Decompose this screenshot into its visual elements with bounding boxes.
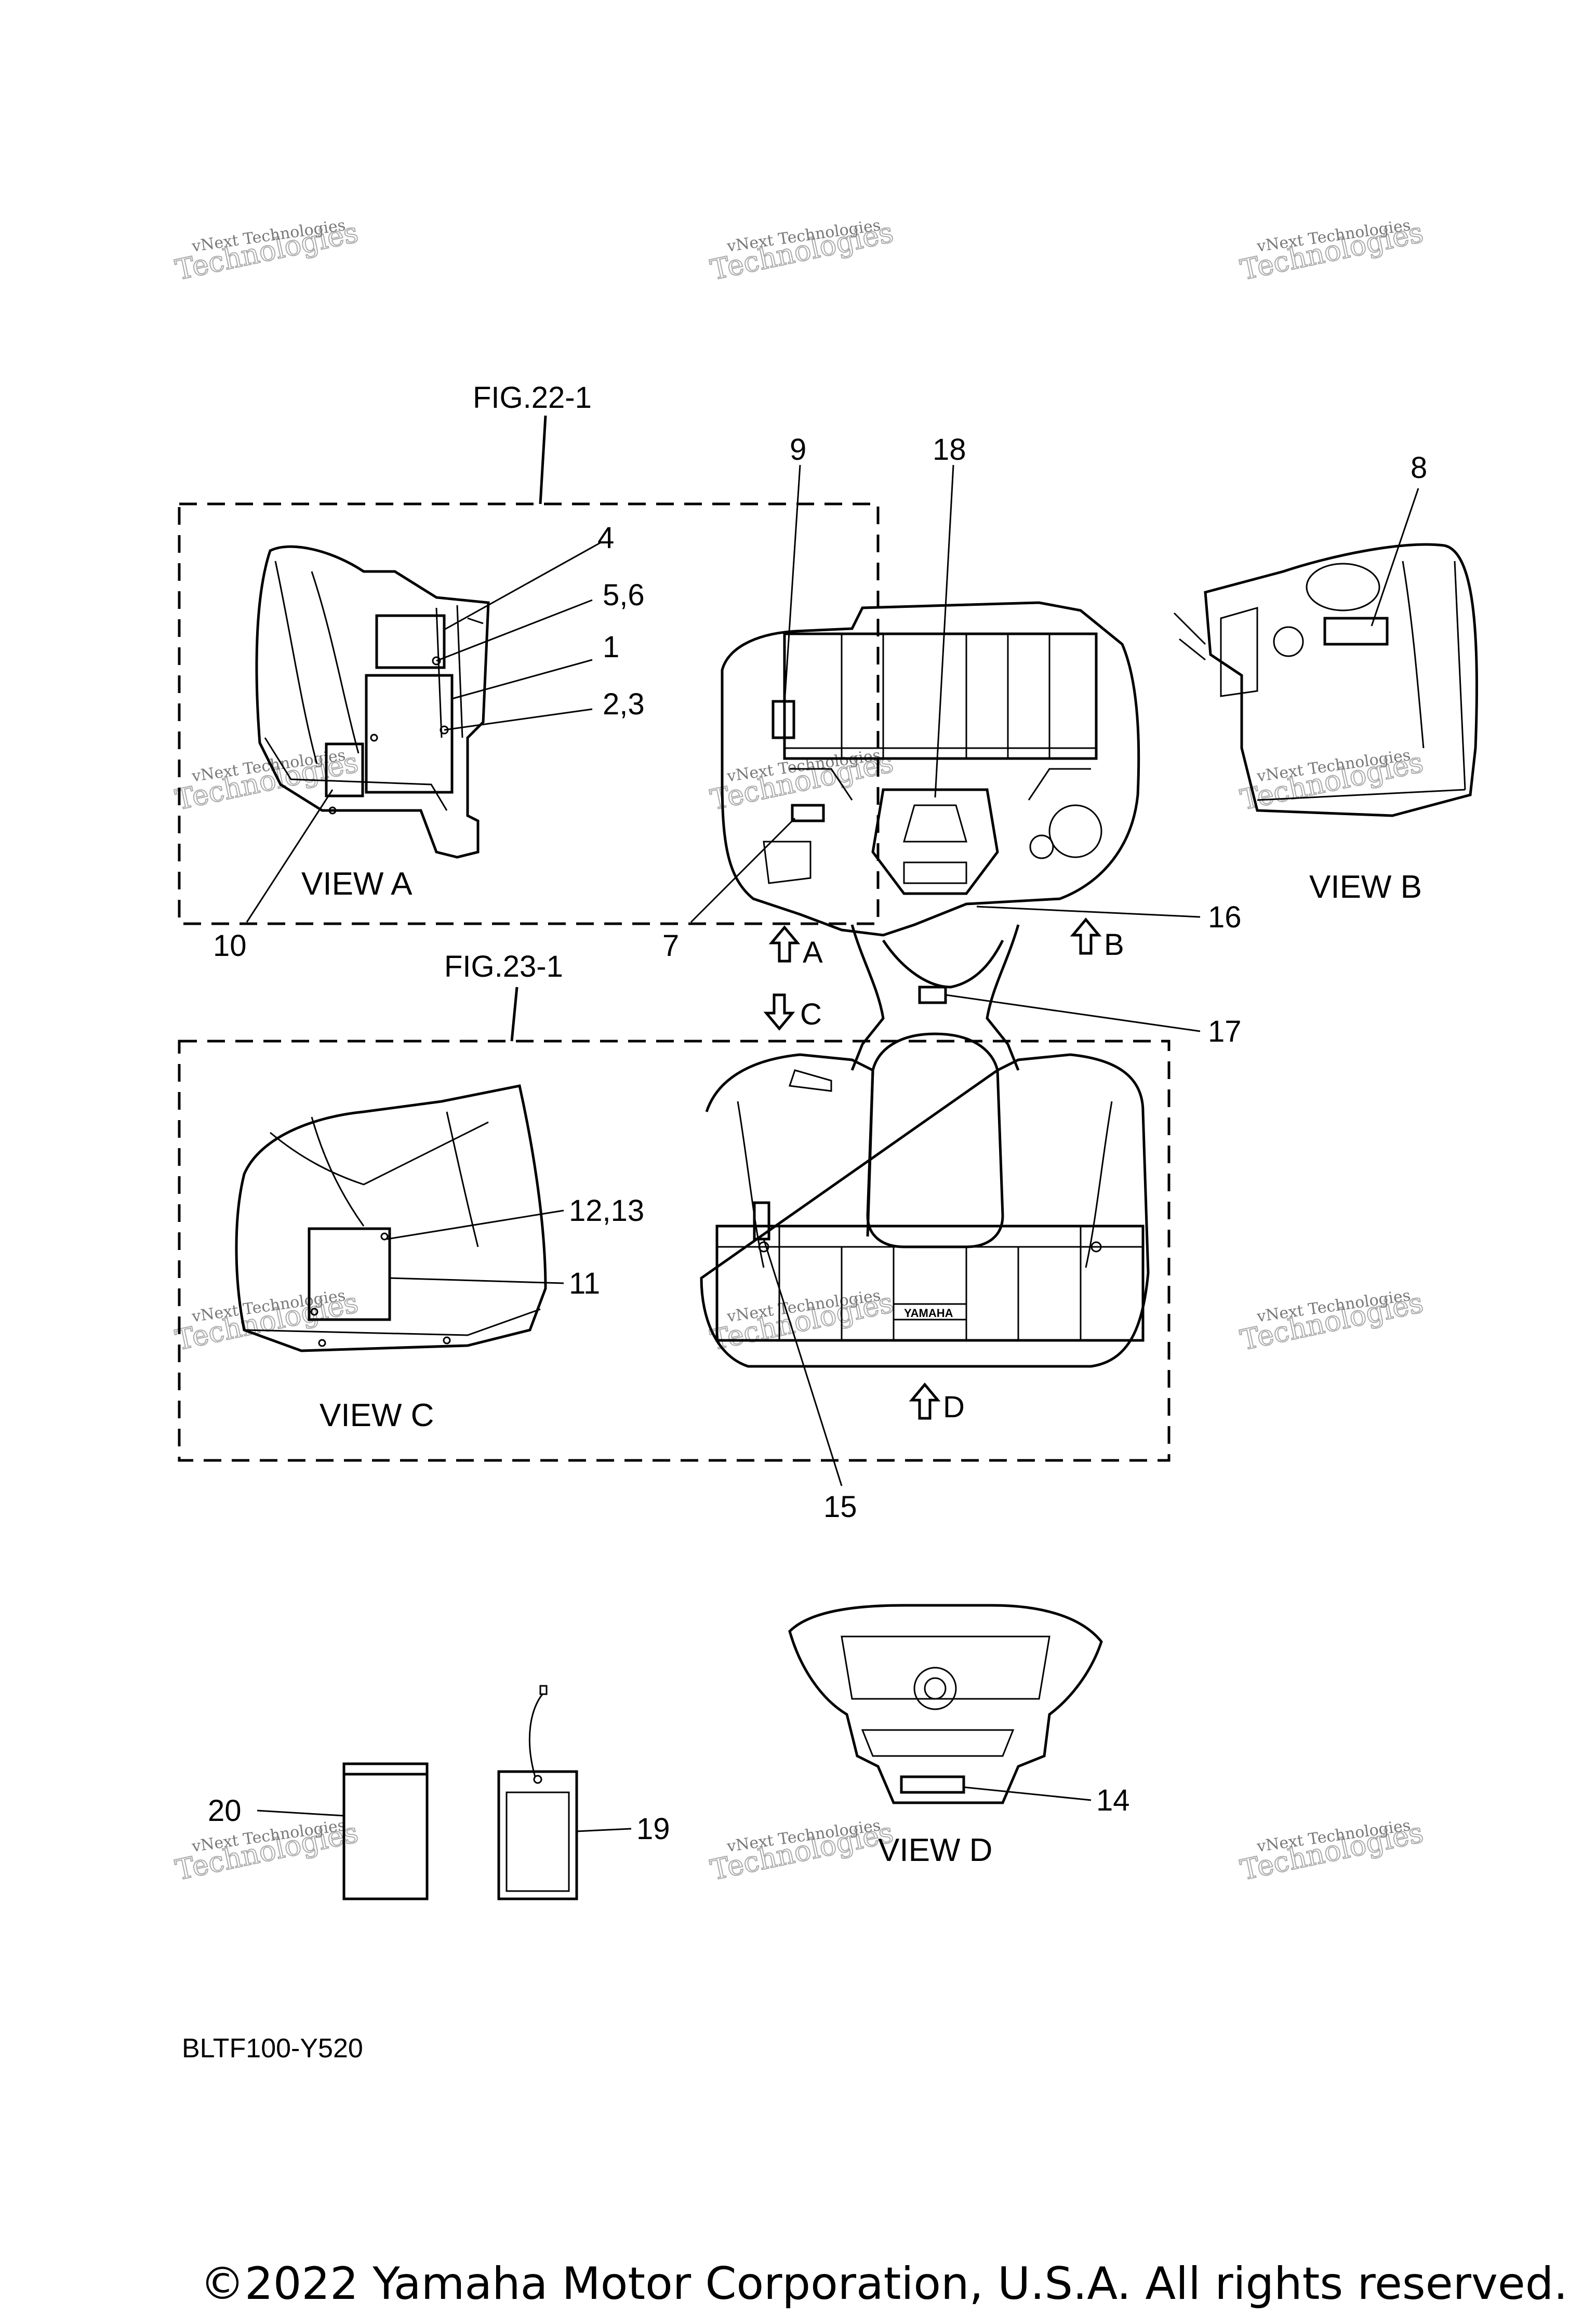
view-b-drawing: [1173, 543, 1478, 817]
callouts: 4 5,6 1 2,3 10 7 9 18 8 16 17 12,13 11 1…: [208, 433, 1427, 1846]
callout-7: 7: [662, 929, 679, 963]
callout-20: 20: [208, 1794, 242, 1828]
view-b-title: VIEW B: [1309, 869, 1422, 905]
callout-17: 17: [1208, 1015, 1242, 1048]
arrow-d: D: [909, 1382, 965, 1424]
callout-11: 11: [569, 1267, 600, 1300]
watermark: Technologies vNext Technologies: [172, 1815, 362, 1887]
item-20-manual: [342, 1762, 429, 1900]
callout-18: 18: [933, 433, 966, 467]
label-15: [753, 1201, 770, 1241]
view-d-drawing: [788, 1604, 1103, 1804]
label-1: [365, 674, 454, 794]
watermark: Technologies vNext Technologies: [1237, 1285, 1427, 1357]
svg-text:A: A: [803, 936, 823, 969]
svg-text:C: C: [800, 997, 822, 1031]
label-4: [375, 614, 446, 669]
label-9: [772, 700, 795, 739]
label-14: [900, 1775, 965, 1794]
arrow-b: B: [1070, 917, 1124, 962]
arrow-c: C: [763, 993, 822, 1031]
label-7: [791, 804, 825, 822]
leader-lines: [246, 464, 1419, 1832]
callout-4: 4: [597, 521, 614, 555]
atv-top-view: YAMAHA: [700, 601, 1150, 1368]
callout-9: 9: [790, 433, 806, 467]
item-19-tag: [497, 1685, 578, 1900]
svg-text:D: D: [943, 1390, 965, 1424]
svg-text:B: B: [1104, 928, 1124, 962]
callout-1: 1: [603, 630, 619, 664]
watermark: Technologies vNext Technologies: [707, 1285, 897, 1357]
watermark: Technologies vNext Technologies: [1237, 1815, 1427, 1887]
label-17: [918, 986, 947, 1004]
callout-10: 10: [213, 929, 247, 963]
label-10: [325, 742, 364, 797]
callout-5-6: 5,6: [603, 578, 645, 612]
watermark: Technologies vNext Technologies: [707, 215, 897, 287]
fig-23-1-ref: FIG.23-1: [444, 950, 563, 983]
callout-15: 15: [823, 1490, 857, 1524]
fig-22-1-ref: FIG.22-1: [473, 381, 592, 415]
watermark: Technologies vNext Technologies: [1237, 745, 1427, 817]
view-c-drawing: [235, 1084, 547, 1352]
fig-23-1-leader: [510, 987, 518, 1042]
view-a-drawing: [255, 545, 490, 859]
label-8: [1323, 617, 1389, 646]
copyright: ©2022 Yamaha Motor Corporation, U.S.A. A…: [200, 2258, 1568, 2310]
watermark: Technologies vNext Technologies: [707, 1815, 897, 1887]
view-d-title: VIEW D: [878, 1832, 992, 1868]
fig-22-1-leader: [539, 415, 547, 504]
watermark: Technologies vNext Technologies: [172, 1285, 362, 1357]
fig-22-1-box: [178, 502, 880, 925]
watermark: Technologies vNext Technologies: [172, 215, 362, 287]
arrow-a: A: [768, 925, 823, 969]
callout-19: 19: [636, 1812, 670, 1846]
label-11: [308, 1227, 391, 1321]
callout-12-13: 12,13: [569, 1194, 644, 1228]
callout-2-3: 2,3: [603, 687, 645, 721]
diagram-code: BLTF100-Y520: [182, 2033, 363, 2064]
grill-badge: YAMAHA: [904, 1307, 953, 1320]
view-c-title: VIEW C: [320, 1398, 434, 1433]
watermark: Technologies vNext Technologies: [1237, 215, 1427, 287]
callout-16: 16: [1208, 900, 1242, 934]
callout-14: 14: [1096, 1784, 1130, 1817]
callout-8: 8: [1411, 451, 1427, 485]
view-a-title: VIEW A: [301, 866, 413, 902]
